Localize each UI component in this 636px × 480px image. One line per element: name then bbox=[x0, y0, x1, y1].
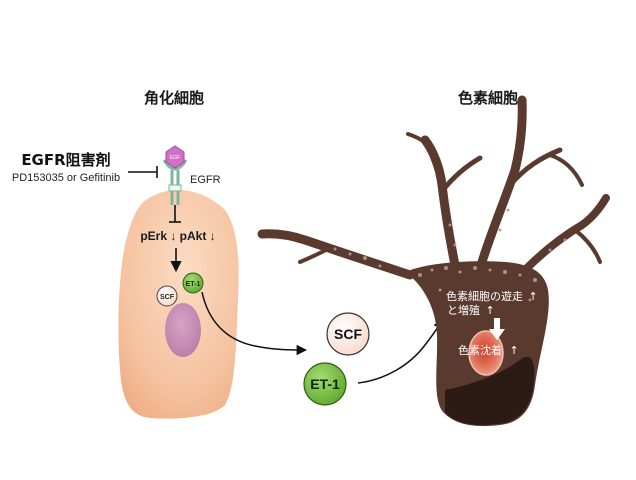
migration-line2: と増殖 bbox=[447, 304, 480, 317]
egf-ligand: EGF bbox=[165, 145, 185, 169]
migration-text-line2: と増殖 ↑ bbox=[447, 304, 495, 317]
egfr-inhibitor-title: EGFR阻害剤 bbox=[21, 151, 110, 169]
keratinocyte-nucleus bbox=[165, 303, 201, 357]
migration-line1-arrow: ↑ bbox=[529, 290, 538, 303]
cell-et1-label: ET-1 bbox=[186, 281, 201, 288]
migration-text-line1: 色素細胞の遊走 ↑ bbox=[446, 289, 538, 303]
secretion-arrow bbox=[201, 291, 308, 356]
secreted-et1-bubble: ET-1 bbox=[303, 362, 347, 406]
signal-pathways: pErk ↓ pAkt ↓ bbox=[140, 229, 215, 243]
keratinocyte-title: 角化細胞 bbox=[144, 89, 204, 107]
cell-scf-label: SCF bbox=[160, 294, 175, 301]
egfr-receptor bbox=[162, 159, 188, 205]
migration-line2-arrow: ↑ bbox=[486, 304, 495, 317]
egfr-inhibitor-examples: PD153035 or Gefitinib bbox=[12, 172, 120, 184]
migration-line1: 色素細胞の遊走 bbox=[446, 289, 523, 303]
melanocyte-signal-arrow bbox=[357, 318, 443, 384]
pigmentation-arrow: ↑ bbox=[510, 344, 519, 357]
cell-scf-bubble: SCF bbox=[156, 285, 178, 307]
pigmentation-text: 色素沈着 ↑ bbox=[458, 343, 519, 357]
secreted-scf-label: SCF bbox=[334, 326, 362, 342]
egfr-label: EGFR bbox=[190, 174, 221, 186]
secreted-et1-label: ET-1 bbox=[310, 376, 340, 392]
receptor-signal-inhibit bbox=[169, 205, 181, 223]
secreted-scf-bubble: SCF bbox=[326, 312, 370, 356]
egf-ligand-label: EGF bbox=[170, 155, 180, 161]
melanogenesis-arrow bbox=[489, 318, 505, 340]
melanocyte-cell bbox=[257, 95, 610, 427]
cell-et1-bubble: ET-1 bbox=[182, 272, 204, 294]
inhibition-symbol bbox=[128, 166, 158, 178]
melanocyte-title: 色素細胞 bbox=[458, 89, 518, 107]
pigmentation-label: 色素沈着 bbox=[458, 343, 502, 357]
